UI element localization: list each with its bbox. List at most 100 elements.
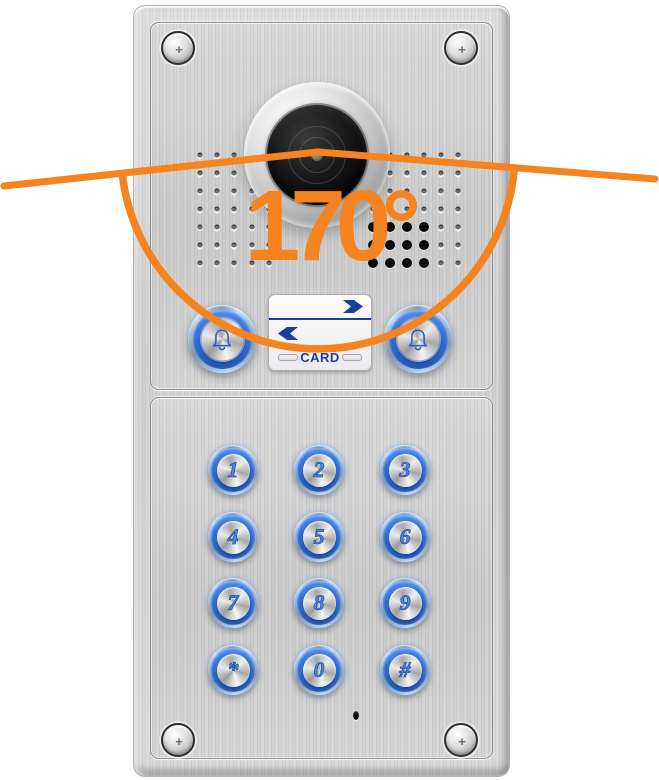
speaker-dimple: [214, 242, 220, 248]
key-ring: 6: [383, 515, 427, 559]
speaker-dimple: [214, 224, 220, 230]
speaker-dimple: [266, 260, 272, 266]
keypad-button-5[interactable]: 5: [294, 512, 344, 562]
speaker-dimple: [231, 152, 237, 158]
speaker-dimple: [404, 206, 410, 212]
speaker-hole: [402, 222, 412, 232]
key-ring: 0: [297, 648, 341, 692]
speaker-dimple: [214, 260, 220, 266]
speaker-dimple: [404, 188, 410, 194]
key-label: 4: [227, 524, 239, 549]
speaker-dimple: [421, 152, 427, 158]
speaker-dimple: [438, 260, 444, 266]
speaker-dimple: [231, 224, 237, 230]
keypad-button-0[interactable]: 0: [294, 645, 344, 695]
speaker-dimple: [214, 206, 220, 212]
key-label: 9: [399, 590, 411, 615]
speaker-dimple: [197, 152, 203, 158]
speaker-dimple: [455, 152, 461, 158]
key-label: 8: [313, 590, 325, 615]
key-face: 4: [216, 520, 250, 554]
microphone-hole: [353, 711, 359, 720]
speaker-hole: [368, 222, 378, 232]
keypad-button-4[interactable]: 4: [208, 512, 258, 562]
key-label: 6: [399, 524, 411, 549]
keypad-button-6[interactable]: 6: [380, 512, 430, 562]
key-face: 1: [216, 453, 250, 487]
key-face: 2: [302, 453, 336, 487]
speaker-dimple: [231, 188, 237, 194]
keypad-button-9[interactable]: 9: [380, 578, 430, 628]
arrow-left-icon: [278, 327, 298, 340]
key-ring: 2: [297, 448, 341, 492]
speaker-dimple: [438, 206, 444, 212]
speaker-dimple: [197, 260, 203, 266]
keypad-button-2[interactable]: 2: [294, 445, 344, 495]
keypad-button-hash[interactable]: #: [380, 645, 430, 695]
speaker-dimple: [214, 188, 220, 194]
speaker-dimple: [438, 170, 444, 176]
screw-bottom-left-icon: [161, 723, 195, 757]
speaker-dimple: [197, 242, 203, 248]
bell-icon: [212, 329, 232, 351]
bell-icon: [408, 329, 428, 351]
key-ring: #: [383, 648, 427, 692]
speaker-dimple: [370, 206, 376, 212]
speaker-dimple: [197, 206, 203, 212]
key-label: #: [399, 657, 411, 682]
key-ring: 3: [383, 448, 427, 492]
card-label-decoration-right: [341, 354, 362, 361]
doorbell-call-button-left[interactable]: [188, 305, 256, 373]
key-label: 3: [399, 457, 411, 482]
speaker-dimple: [266, 242, 272, 248]
key-label: 2: [313, 457, 325, 482]
keypad-button-star[interactable]: *: [208, 645, 258, 695]
speaker-hole: [402, 258, 412, 268]
bell-button-face: [395, 316, 441, 362]
key-label: 0: [313, 657, 325, 682]
speaker-hole: [419, 222, 429, 232]
speaker-dimple: [387, 206, 393, 212]
speaker-dimple: [249, 260, 255, 266]
keypad-button-8[interactable]: 8: [294, 578, 344, 628]
speaker-dimple: [455, 206, 461, 212]
key-ring: 1: [211, 448, 255, 492]
speaker-dimple: [438, 224, 444, 230]
screw-bottom-right-icon: [444, 723, 478, 757]
speaker-dimple: [438, 152, 444, 158]
speaker-dimple: [249, 206, 255, 212]
bell-button-face: [199, 316, 245, 362]
key-label: *: [227, 657, 239, 682]
key-face: 0: [302, 653, 336, 687]
speaker-dimple: [197, 188, 203, 194]
key-face: #: [388, 653, 422, 687]
speaker-dimple: [421, 188, 427, 194]
bell-button-ring: [388, 309, 448, 369]
speaker-hole: [402, 240, 412, 250]
speaker-dimple: [214, 152, 220, 158]
key-ring: 5: [297, 515, 341, 559]
keypad-button-1[interactable]: 1: [208, 445, 258, 495]
card-reader[interactable]: CARD: [268, 294, 372, 371]
camera-bezel: [244, 82, 390, 228]
key-face: 5: [302, 520, 336, 554]
speaker-dimple: [455, 170, 461, 176]
arrow-right-icon: [343, 300, 363, 313]
doorbell-call-button-right[interactable]: [384, 305, 452, 373]
key-face: 6: [388, 520, 422, 554]
key-face: *: [216, 653, 250, 687]
speaker-hole: [368, 240, 378, 250]
keypad-button-7[interactable]: 7: [208, 578, 258, 628]
key-ring: 8: [297, 581, 341, 625]
keypad-button-3[interactable]: 3: [380, 445, 430, 495]
speaker-dimple: [421, 206, 427, 212]
speaker-dimple: [197, 224, 203, 230]
speaker-dimple: [421, 170, 427, 176]
lens-ring-inner: [299, 137, 335, 173]
speaker-hole: [385, 258, 395, 268]
screw-top-right-icon: [444, 31, 478, 65]
key-ring: 9: [383, 581, 427, 625]
key-ring: 7: [211, 581, 255, 625]
speaker-dimple: [197, 170, 203, 176]
